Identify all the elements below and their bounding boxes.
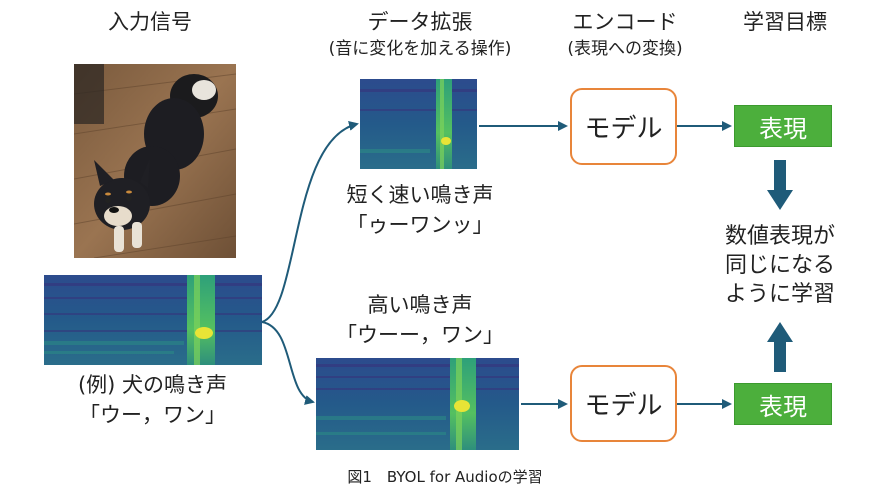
goal-text-line2: 同じになる xyxy=(724,253,835,278)
arrow-input-to-top xyxy=(261,121,359,323)
aug-top-label: 短く速い鳴き声 「ゥーワンッ」 xyxy=(320,180,520,240)
dog-photo xyxy=(73,64,237,259)
header-augment: データ拡張 xyxy=(367,10,473,34)
header-encode: エンコード xyxy=(572,10,678,34)
goal-text-line3: ように学習 xyxy=(724,282,835,307)
rep-box-top: 表現 xyxy=(734,105,832,147)
aug-top-label-line1: 短く速い鳴き声 xyxy=(346,183,494,207)
aug-bottom-label: 高い鳴き声 「ウーー，ワン」 xyxy=(320,290,520,350)
aug-bottom-label-line1: 高い鳴き声 xyxy=(367,293,473,317)
figure-caption: 図1 BYOL for Audioの学習 xyxy=(347,468,543,486)
input-spectrogram xyxy=(44,275,262,365)
input-label-line2: 「ウー，ワン」 xyxy=(79,403,226,427)
aug-top-spectrogram xyxy=(360,79,477,169)
aug-top-label-line2: 「ゥーワンッ」 xyxy=(346,213,494,237)
header-encode-sub: (表現への変換) xyxy=(567,39,683,59)
aug-bottom-spectrogram xyxy=(316,358,519,450)
up-arrow-icon xyxy=(767,322,793,372)
aug-bottom-label-line2: 「ウーー，ワン」 xyxy=(336,323,504,347)
header-goal: 学習目標 xyxy=(743,10,827,34)
arrow-input-to-bottom xyxy=(261,321,315,405)
model-box-top: モデル xyxy=(570,88,677,165)
goal-text: 数値表現が 同じになる ように学習 xyxy=(715,222,845,309)
goal-text-line1: 数値表現が xyxy=(724,224,835,249)
header-input: 入力信号 xyxy=(108,10,192,34)
input-label: (例) 犬の鳴き声 「ウー，ワン」 xyxy=(40,370,265,430)
down-arrow-icon xyxy=(767,160,793,210)
rep-box-bottom: 表現 xyxy=(734,383,832,425)
input-label-line1: (例) 犬の鳴き声 xyxy=(77,373,228,397)
model-box-bottom: モデル xyxy=(570,365,677,442)
header-augment-sub: (音に変化を加える操作) xyxy=(328,39,512,59)
